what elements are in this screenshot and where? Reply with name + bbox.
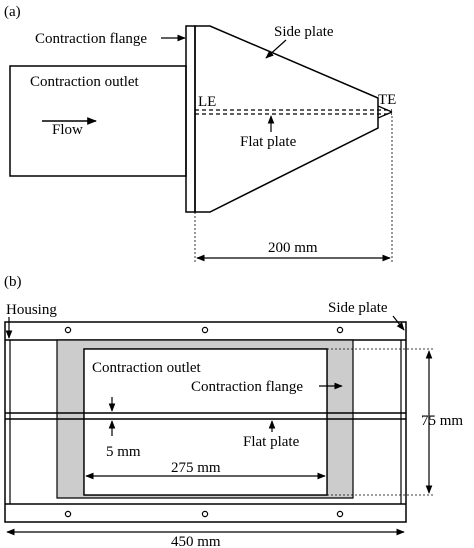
flat-plate-label-a: Flat plate (240, 134, 297, 150)
side-plate-label-b: Side plate (328, 300, 388, 316)
bolt-hole (201, 510, 209, 518)
housing-label: Housing (6, 302, 57, 318)
bolt-hole (64, 510, 72, 518)
side-plate-leader-b (392, 315, 405, 331)
te-label: TE (378, 92, 396, 108)
dim-75-label: 75 mm (421, 413, 463, 429)
side-plate-leader-a (265, 39, 287, 59)
bolt-hole (64, 326, 72, 334)
bolt-hole (201, 326, 209, 334)
dim-200-label: 200 mm (268, 240, 318, 256)
dim-450-label: 450 mm (171, 534, 221, 548)
bolt-hole (336, 510, 344, 518)
side-plate-label-a: Side plate (274, 24, 334, 40)
contraction-outlet-label-b: Contraction outlet (92, 360, 202, 376)
panel-b: (b) Contraction outlet Flat plate Contra… (4, 274, 463, 548)
bolt-hole (336, 326, 344, 334)
dim-275-label: 275 mm (171, 460, 221, 476)
contraction-outlet-label-a: Contraction outlet (30, 74, 140, 90)
trailing-edge-tip (377, 105, 393, 113)
panel-a: (a) Contraction outlet Flow Contraction … (4, 4, 396, 262)
le-label: LE (198, 94, 216, 110)
flow-label: Flow (52, 122, 83, 138)
panel-a-label: (a) (4, 4, 21, 20)
flat-plate-label-b: Flat plate (243, 434, 300, 450)
trailing-edge-tip-lower (377, 111, 393, 119)
gap-dim-label: 5 mm (106, 444, 141, 460)
panel-b-label: (b) (4, 274, 22, 290)
contraction-flange-a (185, 25, 196, 213)
contraction-flange-label-b: Contraction flange (191, 379, 303, 395)
side-plate-a (194, 25, 379, 213)
contraction-outlet-b (83, 348, 328, 496)
contraction-flange-label-a: Contraction flange (35, 31, 147, 47)
housing (4, 321, 407, 523)
